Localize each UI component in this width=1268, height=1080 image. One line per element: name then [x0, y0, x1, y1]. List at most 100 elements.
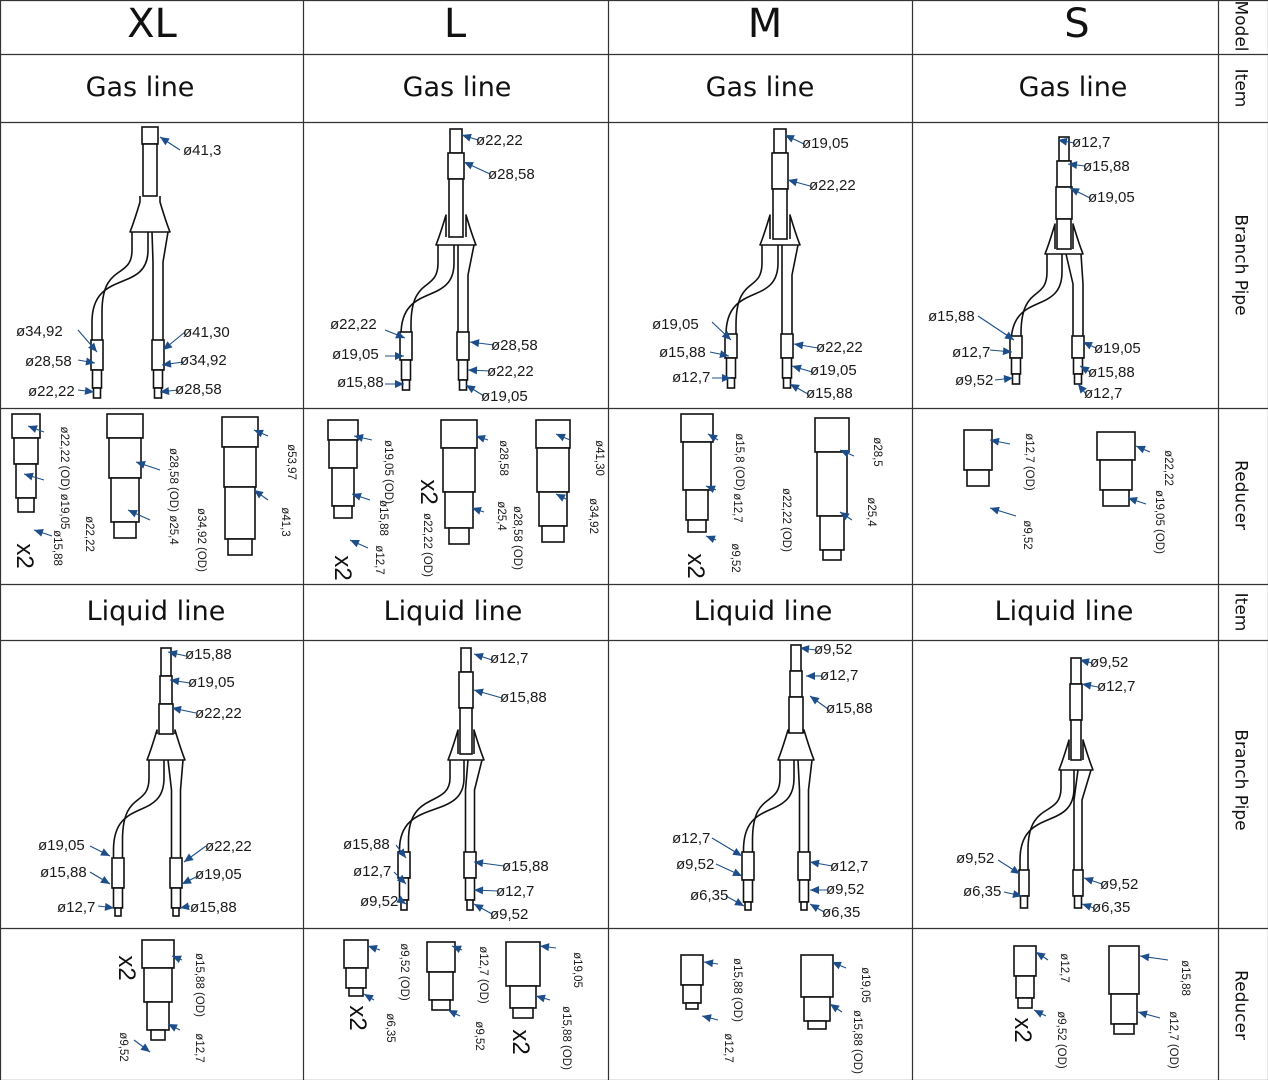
arrowhead: [1034, 1010, 1044, 1018]
side-label-model: Model: [1230, 0, 1251, 52]
model-xl: XL: [127, 1, 177, 47]
branch-socket: [771, 152, 789, 190]
branch-body: [1058, 739, 1094, 771]
arrowhead: [472, 507, 482, 515]
branch-right-leg: [162, 231, 169, 340]
reducer-segment: [17, 497, 35, 513]
liq-xl-reducer1-dim-1: ø15,88 (OD): [192, 953, 205, 1017]
arrowhead: [832, 961, 842, 970]
branch-right-leg: [1065, 253, 1074, 336]
arrowhead: [163, 341, 173, 350]
arrowhead: [474, 904, 484, 912]
gas-m-quantity: x2: [682, 553, 709, 579]
arrowhead: [352, 493, 362, 501]
reducer-segment: [440, 419, 478, 449]
reducer-segment: [803, 996, 831, 1022]
arrowhead: [794, 341, 804, 350]
arrowhead: [474, 886, 484, 895]
reducer-segment: [328, 439, 358, 469]
reducer-segment: [682, 984, 702, 1004]
gas-l-reducer1-dim-1: ø19,05 (OD): [381, 440, 394, 504]
arrowhead: [395, 330, 405, 339]
branch-left-leg: [407, 760, 451, 852]
gas-s-left-dim-1: ø15,88: [928, 308, 975, 325]
arrowhead: [368, 945, 378, 953]
gas-l-reducer2-dim-3: ø22,22 (OD): [420, 513, 433, 577]
liq-s-reducer1-dim-2: ø9,52 (OD): [1054, 1011, 1067, 1069]
arrowhead: [364, 994, 374, 1003]
arrowhead: [788, 178, 798, 187]
gas-line-xl: Gas line: [85, 72, 195, 103]
arrowhead: [104, 902, 114, 911]
branch-right-leg: [807, 759, 813, 852]
gas-s-right-dim-2: ø15,88: [1088, 364, 1135, 381]
branch-left-leg: [400, 245, 455, 336]
liq-l-left-dim-2: ø12,7: [353, 863, 392, 880]
arrowhead: [100, 875, 110, 884]
branch-left-leg: [398, 760, 465, 852]
arrowhead: [464, 162, 474, 170]
gas-xl-reducer3-dim-2: ø34,92 (OD): [194, 508, 207, 572]
gas-xl-quantity: x2: [11, 543, 38, 569]
reducer-segment: [11, 413, 41, 439]
arrowhead: [1136, 445, 1146, 454]
branch-left-leg: [112, 760, 165, 858]
arrowhead: [474, 859, 484, 868]
liq-xl-top-dim-1: ø15,88: [185, 646, 232, 663]
liq-s-left-dim-1: ø9,52: [956, 850, 995, 867]
arrowhead: [468, 366, 478, 375]
reducer-segment: [816, 451, 848, 517]
arrowhead: [474, 653, 484, 661]
liq-xl-reducer1-dim-2: ø12,7: [192, 1033, 205, 1063]
reducer-segment: [223, 446, 257, 488]
arrowhead: [172, 705, 182, 714]
reducer-segment: [331, 467, 355, 507]
liq-m-reducer1-dim-1: ø15,88 (OD): [730, 958, 743, 1022]
branch-body: [759, 214, 801, 246]
arrowhead: [810, 904, 820, 912]
branch-leg-socket: [464, 877, 476, 901]
branch-socket: [141, 126, 159, 145]
arrowhead: [28, 425, 38, 433]
reducer-segment: [509, 985, 537, 1009]
arrowhead: [722, 374, 731, 382]
branch-right-leg: [473, 759, 483, 852]
gas-s-left-dim-2: ø12,7: [952, 344, 991, 361]
branch-left-leg: [1019, 770, 1075, 870]
arrowhead: [990, 437, 1000, 446]
arrowhead: [732, 868, 742, 876]
branch-socket: [459, 707, 473, 755]
reducer-segment: [426, 941, 456, 973]
gas-m-reducer2-dim-2: ø22,22 (OD): [779, 488, 792, 552]
reducer-segment: [146, 1001, 170, 1031]
gas-s-right-dim-3: ø12,7: [1084, 385, 1123, 402]
gas-m-reducer2-dim-3: ø25,4: [864, 497, 877, 527]
branch-left-leg: [1020, 254, 1048, 336]
gas-xl-top-dim: ø41,3: [183, 142, 222, 159]
gas-m-top-dim-1: ø19,05: [802, 135, 849, 152]
gas-s-right-dim-1: ø19,05: [1094, 340, 1141, 357]
liq-l-quantity-a: x2: [344, 1005, 371, 1031]
liq-m-reducer1-dim-2: ø12,7: [721, 1033, 734, 1063]
arrowhead: [160, 387, 170, 395]
branch-left-leg: [751, 760, 781, 852]
branch-leg-socket: [153, 387, 163, 399]
gas-xl-reducer1-dim-2: ø15,88: [50, 530, 63, 566]
branch-right-leg: [797, 759, 801, 852]
arrowhead: [1004, 331, 1014, 340]
branch-socket: [773, 128, 787, 154]
liq-m-right-dim-1: ø12,7: [830, 858, 869, 875]
branch-leg-socket: [170, 887, 182, 909]
gas-m-reducer1-dim-1: ø15,8 (OD): [732, 433, 745, 491]
branch-right-leg: [1080, 253, 1084, 336]
reducer-segment: [512, 1007, 534, 1019]
gas-xl-reducer2-dim-3: ø25,4: [166, 515, 179, 545]
gas-s-reducer1-dim-1: ø12,7 (OD): [1022, 433, 1035, 491]
arrowhead: [1138, 1010, 1148, 1019]
branch-socket: [460, 647, 472, 673]
reducer-segment: [822, 549, 842, 561]
arrowhead: [990, 506, 1000, 515]
reducer-segment: [685, 489, 709, 521]
arrowhead: [792, 364, 802, 373]
